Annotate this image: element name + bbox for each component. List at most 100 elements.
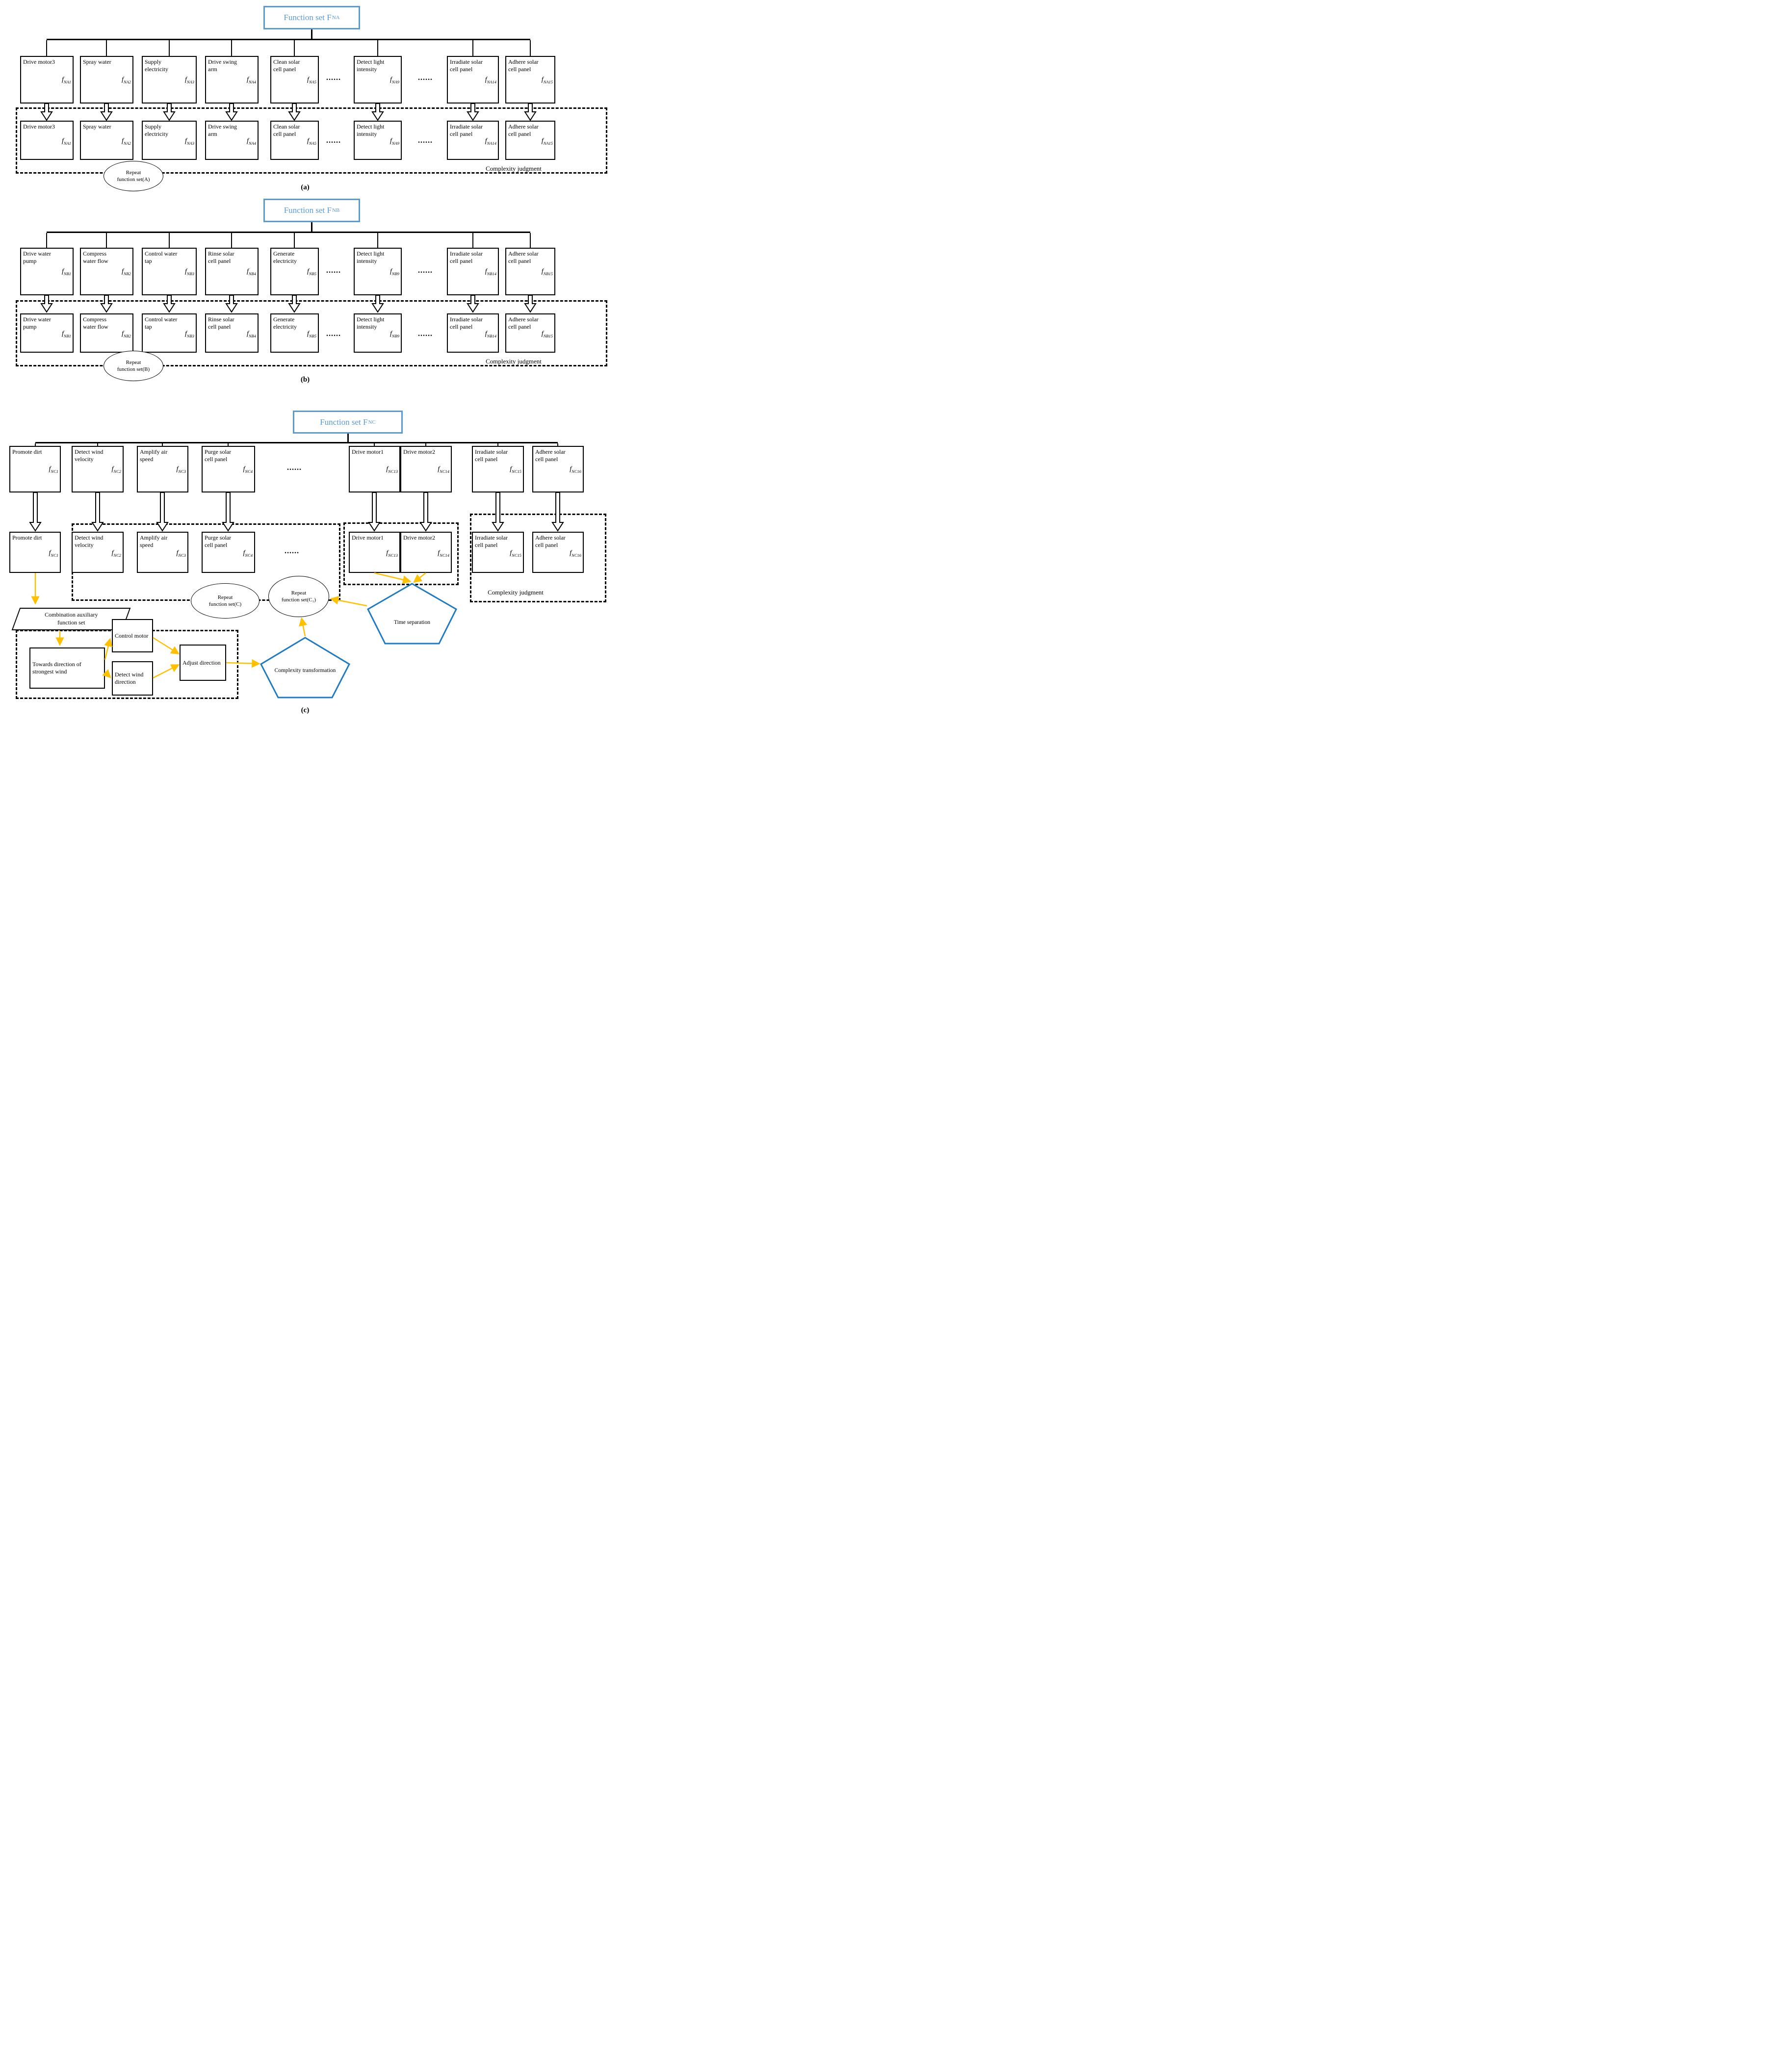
function-symbol: fNB5 [307,329,316,338]
function-label: Generate electricity [273,316,297,330]
f-subscript: NC16 [571,553,581,558]
f-symbol: f [390,137,392,145]
function-label: Control water tap [145,250,178,264]
f-subscript: NA4 [248,79,256,85]
repeat-function-set-c1-ellipse: Repeat function set(C₁) [268,576,329,617]
block-arrow-down-icon [371,295,384,313]
function-symbol: fNC4 [243,465,253,474]
ellipsis: ...... [326,266,341,275]
connector-line [294,40,295,56]
function-symbol: fNC14 [438,465,449,474]
f-subscript: NB2 [123,271,131,277]
function-label: Detect light intensity [357,316,385,330]
function-symbol: fNB2 [122,329,131,338]
function-symbol: fNA5 [307,136,316,146]
f-symbol: f [243,466,245,473]
block-arrow-down-icon [29,492,42,532]
repeat-function-set-a-ellipse: Repeat function set(A) [104,161,163,191]
f-symbol: f [386,549,389,557]
ellipse-text: Repeat [126,359,141,365]
f-symbol: f [61,330,64,338]
function-label: Rinse solar cell panel [208,250,234,264]
f-symbol: f [485,330,487,338]
control-motor-box: Control motor [112,619,153,652]
ellipsis: ...... [287,464,302,472]
title-text: Function set F [284,206,332,215]
f-subscript: NC3 [178,553,186,558]
f-subscript: NA14 [487,79,496,85]
function-symbol: fNC3 [177,465,186,474]
f-subscript: NC1 [51,469,58,474]
f-symbol: f [307,76,309,84]
block-arrow-down-icon [524,103,537,121]
connector-line [228,443,229,447]
function-symbol: fNC4 [243,548,253,558]
function-symbol: fNA3 [185,75,194,84]
function-label: Supply electricity [145,123,168,137]
function-symbol: fNB14 [485,329,496,338]
f-symbol: f [176,466,179,473]
function-symbol: fNB9 [390,329,399,338]
function-box-repeat: Generate electricity fNB5 [270,313,319,353]
function-symbol: fNA4 [247,75,256,84]
function-symbol: fNA1 [62,136,71,146]
title-subscript: NB [332,207,340,213]
function-symbol: fNC2 [112,465,121,474]
f-subscript: NC15 [512,469,521,474]
f-symbol: f [541,268,544,276]
ellipsis: ...... [285,547,299,555]
function-symbol: fNC16 [570,465,581,474]
f-symbol: f [570,549,572,557]
function-symbol: fNC15 [510,465,521,474]
title-text: Function set F [284,13,332,22]
f-subscript: NA1 [63,141,71,146]
function-symbol: fNC2 [112,548,121,558]
f-symbol: f [438,466,440,473]
f-subscript: NA5 [309,141,316,146]
ellipse-text: function set(C₁) [281,597,316,603]
f-symbol: f [510,466,512,473]
function-symbol: fNA4 [247,136,256,146]
function-label: Drive swing arm [208,58,237,73]
ellipsis: ...... [326,74,341,82]
f-symbol: f [485,268,487,276]
parallelogram-text: Combination auxiliary function set [45,611,98,626]
function-symbol: fNA15 [542,75,553,84]
connector-line [169,233,170,248]
ellipsis: ...... [418,74,433,82]
function-symbol: fNB14 [485,267,496,276]
f-subscript: NA2 [123,141,131,146]
f-symbol: f [541,137,544,145]
f-subscript: NB14 [487,271,496,277]
f-subscript: NC14 [440,553,449,558]
f-symbol: f [121,330,124,338]
parallelogram-line: Combination auxiliary [44,611,98,619]
f-subscript: NB4 [248,271,256,277]
function-label: Spray water [83,58,111,65]
f-subscript: NA3 [186,141,194,146]
ellipse-text: Repeat [217,594,233,600]
f-symbol: f [246,76,249,84]
f-symbol: f [49,466,51,473]
block-arrow-down-icon [91,492,104,532]
connector-line [46,233,47,248]
function-symbol: fNA14 [485,75,496,84]
block-arrow-down-icon [163,295,176,313]
